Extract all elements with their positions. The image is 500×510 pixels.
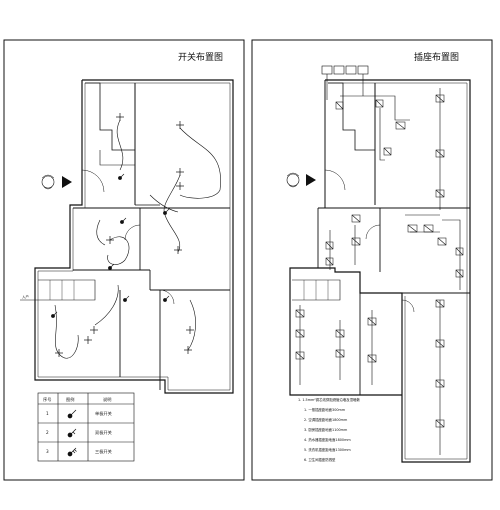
socket-icon [325,257,334,266]
left-lights [55,113,194,357]
right-sheet-title: 插座布置图 [414,51,459,63]
legend-row-desc: 双极开关 [95,429,112,436]
legend-header-desc: 说明 [103,396,111,403]
socket-icon [435,94,445,103]
socket-icon [295,351,305,360]
light-icon [176,121,184,129]
socket-icon [395,121,406,130]
light-icon [176,182,184,190]
socket-icon [423,224,434,233]
socket-icon [295,329,305,338]
right-sheet-frame [251,39,493,481]
light-icon [116,113,124,121]
right-outer-wall [289,79,471,463]
legend-row-desc: 三极开关 [95,448,112,455]
socket-icon [435,189,445,198]
right-sockets [295,94,464,428]
socket-icon [351,237,361,246]
socket-icon [335,329,345,338]
left-entry-text: 入户 [22,294,29,299]
light-icon [176,168,184,176]
legend-row-no: 2 [46,430,49,435]
socket-icon [351,214,361,223]
light-icon [55,349,63,357]
legend-row-desc: 单极开关 [95,410,112,417]
entry-figure-icon [286,173,300,187]
legend-row-no: 1 [46,411,49,416]
socket-icon [325,241,334,250]
entry-figure-icon [41,175,55,189]
legend-row-no: 3 [46,449,49,454]
left-floor-plan [34,79,234,394]
note-line: 2. 空调插座距地面1800mm [304,417,348,422]
switch-icon [118,173,125,180]
switch-icon [108,263,115,270]
legend-header-no: 序号 [43,396,51,403]
light-icon [90,326,98,334]
left-sheet-frame [3,39,245,481]
note-line: 5. 洗衣机插座距地面1300mm [304,447,351,452]
right-sheet: 插座布置图 [251,39,493,481]
light-icon [186,326,194,334]
legend-frame [37,392,135,462]
left-outer-wall [34,79,234,394]
socket-icon [435,299,445,308]
legend-header-symbol: 图例 [66,396,74,403]
socket-icon [435,339,445,348]
triple-pole-switch-icon [67,447,77,457]
switch-icon [123,295,130,302]
note-line: 3. 厨房插座距地面1100mm [304,427,348,432]
note-line: 4. 热水器插座距地面1800mm [304,437,351,442]
note-line: 1. 1.5mm²铜芯线穿阻燃管沿墙及顶暗敷 [298,397,360,402]
light-icon [174,246,182,254]
light-icon [106,236,114,244]
socket-icon [435,419,445,428]
switch-icon [163,295,170,302]
right-floor-plan [289,79,471,463]
left-entry-marker [41,174,72,190]
socket-icon [335,349,345,358]
right-notes: 1. 1.5mm²铜芯线穿阻燃管沿墙及顶暗敷 1. 一般插座距地面300mm 2… [298,397,360,462]
entry-arrow-icon [62,176,72,188]
socket-icon [383,147,392,156]
light-icon [184,346,192,354]
socket-icon [375,99,384,108]
socket-icon [435,149,445,158]
socket-icon [437,237,447,246]
socket-icon [455,269,464,278]
light-icon [84,336,92,344]
single-pole-switch-icon [67,409,77,419]
note-line: 6. 卫生间插座防溅型 [304,457,336,462]
socket-icon [367,317,377,326]
switch-icon [51,311,58,318]
socket-icon [407,224,418,233]
left-switches [51,173,170,318]
switch-icon [163,208,170,215]
socket-icon [335,101,344,110]
socket-icon [435,379,445,388]
double-pole-switch-icon [67,428,77,438]
top-panel-boxes [321,65,369,100]
socket-icon [367,354,377,363]
note-line: 1. 一般插座距地面300mm [304,407,346,412]
left-legend-table [37,392,135,462]
legend-symbols [67,409,77,457]
switch-icon [120,217,127,224]
left-sheet: 开关布置图 [3,39,245,481]
left-sheet-title: 开关布置图 [178,51,223,63]
left-wiring [54,119,221,359]
entry-arrow-icon [306,174,316,186]
right-entry-marker [286,172,316,188]
socket-icon [455,247,464,256]
socket-icon [295,309,305,318]
